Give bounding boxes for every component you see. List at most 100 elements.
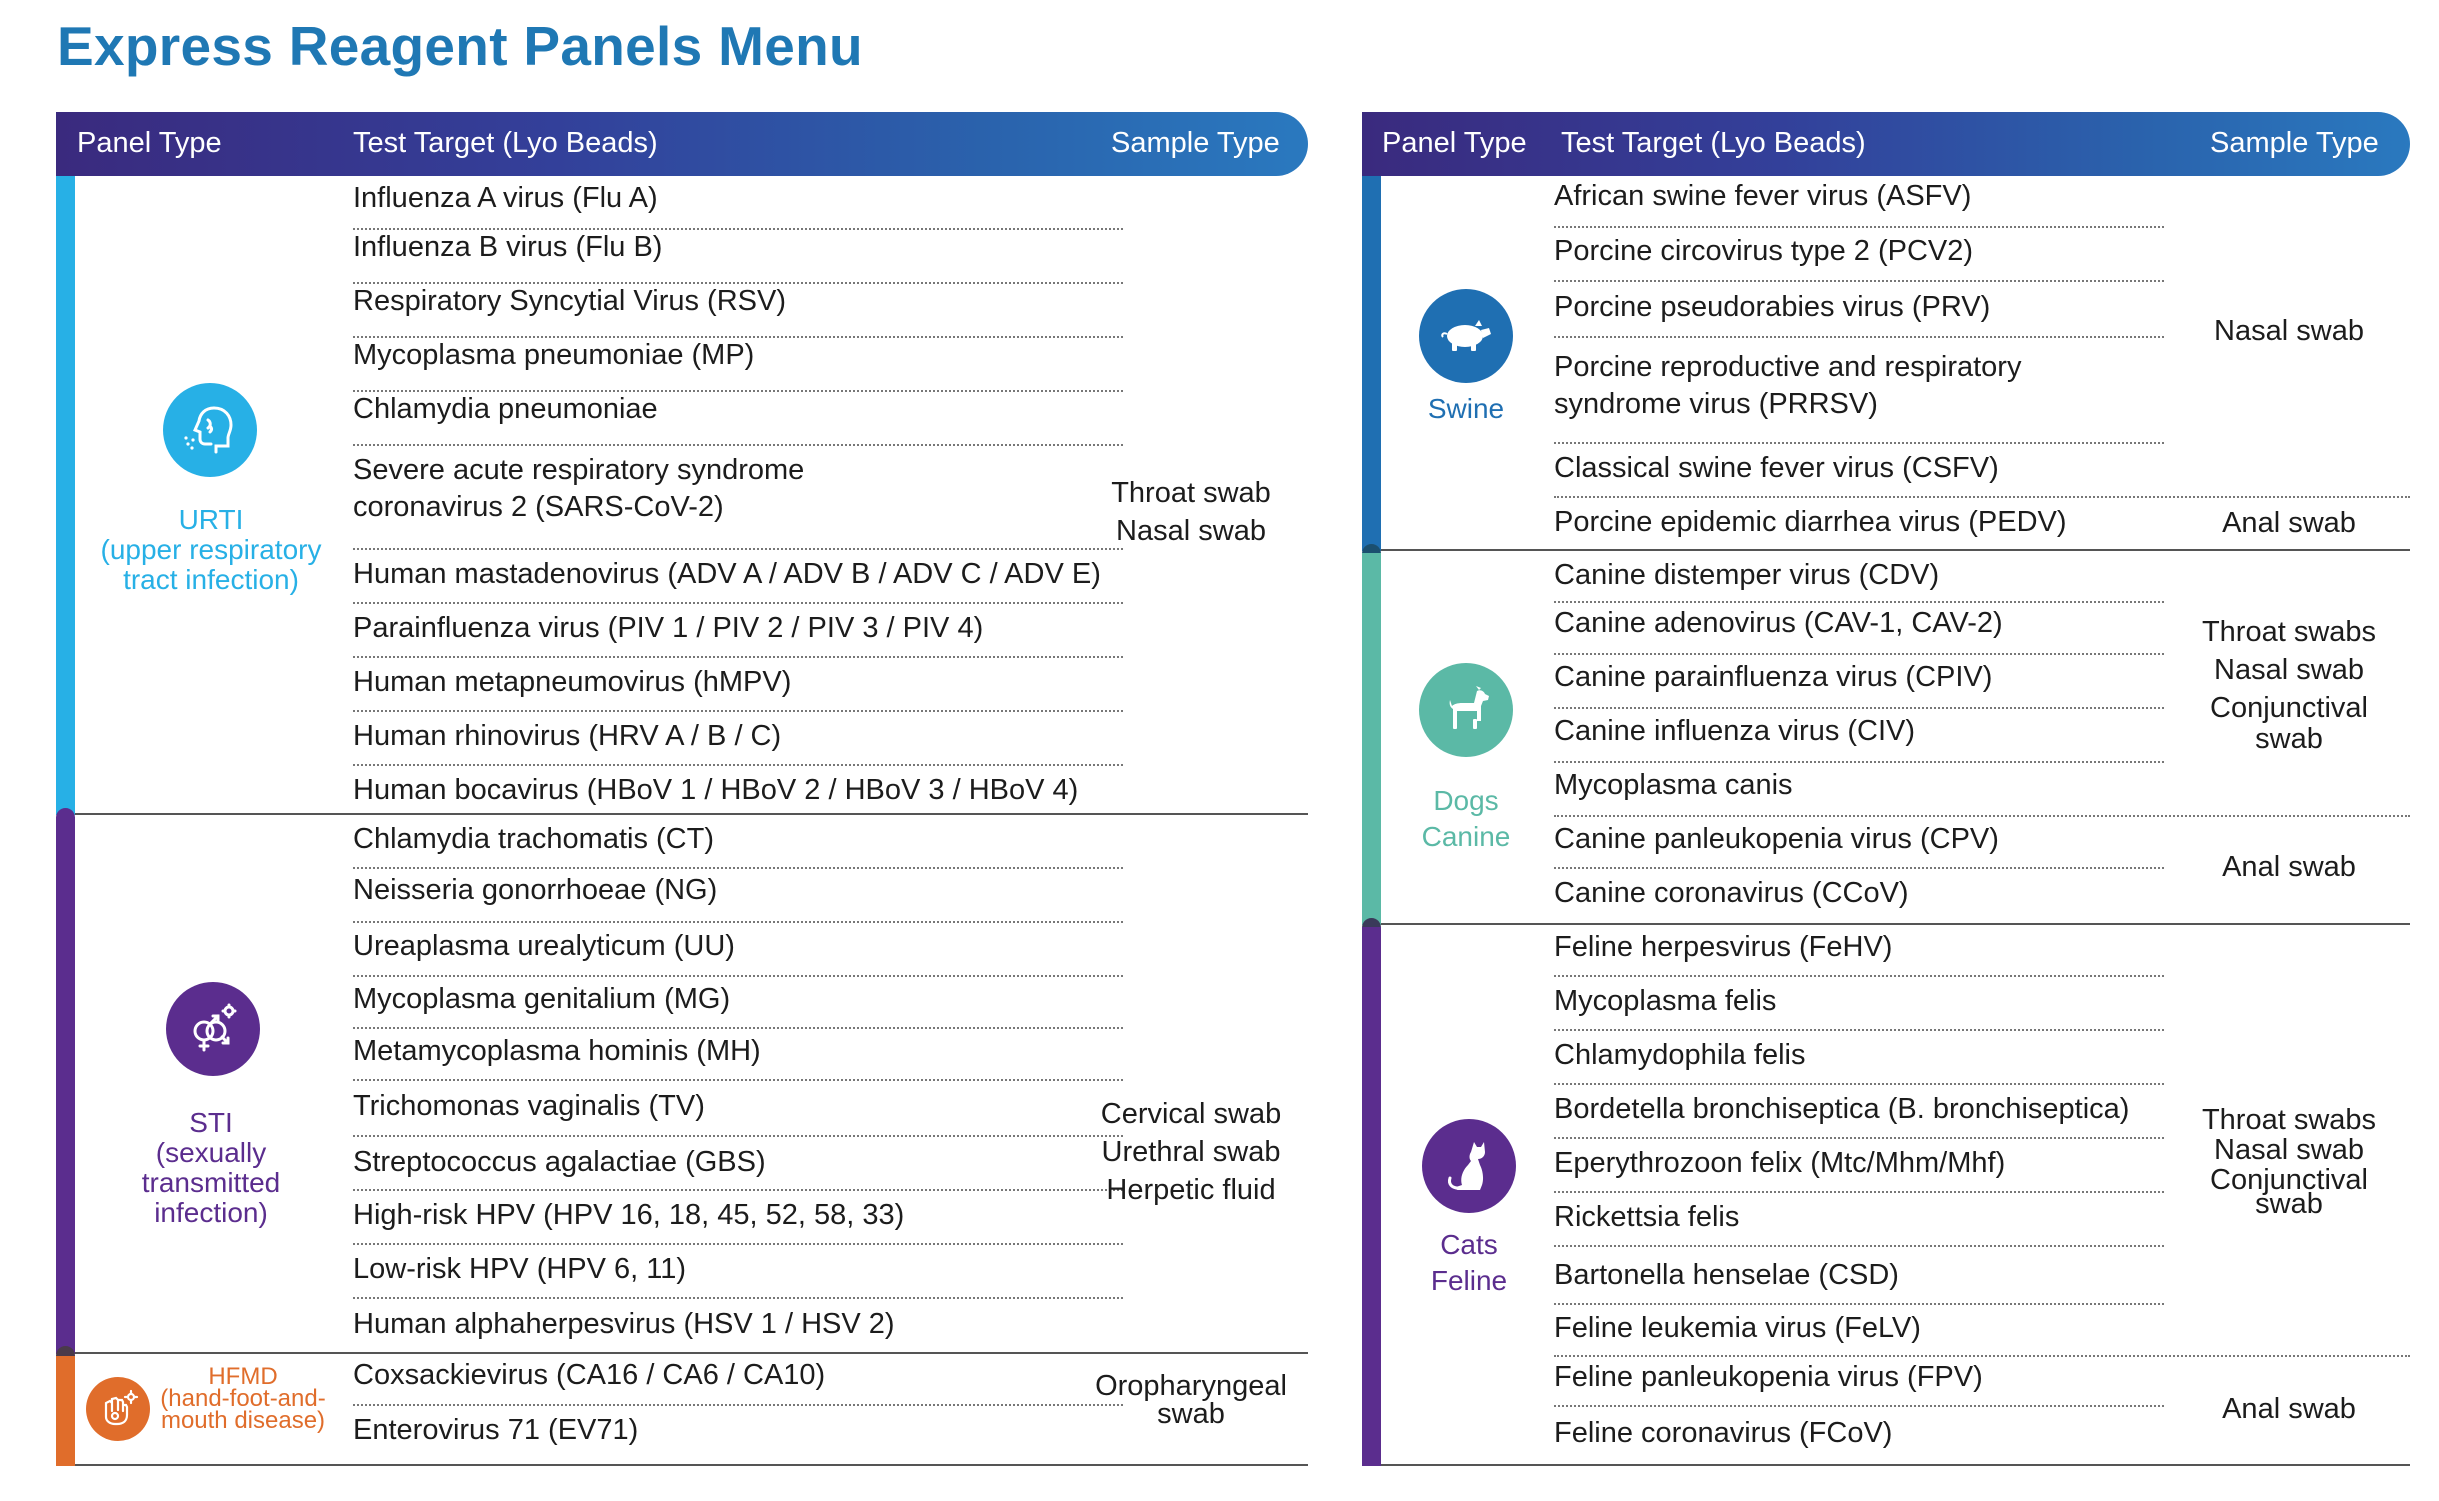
swine-sample-type: Nasal swab: [2214, 315, 2364, 347]
list-item: Human alphaherpesvirus (HSV 1 / HSV 2): [353, 1308, 895, 1340]
page-title: Express Reagent Panels Menu: [57, 15, 863, 77]
list-item: Bordetella bronchiseptica (B. bronchisep…: [1554, 1093, 2130, 1125]
list-item: Coxsackievirus (CA16 / CA6 / CA10): [353, 1359, 826, 1391]
dogs-label: Dogs Canine: [1421, 785, 1511, 852]
list-item: Mycoplasma genitalium (MG): [353, 983, 731, 1015]
list-item: Porcine pseudorabies virus (PRV): [1554, 291, 1991, 323]
header-sample-type: Sample Type: [1111, 127, 1280, 159]
dogs-group: Dogs Canine Canine distemper virus (CDV)…: [1362, 553, 2410, 925]
urti-group: URTI (upper respiratory tract infection)…: [56, 176, 1308, 815]
sti-color-bar: [56, 817, 75, 1354]
swine-group: Swine African swine fever virus (ASFV) P…: [1362, 176, 2410, 551]
table-header: Panel Type Test Target (Lyo Beads) Sampl…: [1362, 112, 2410, 176]
sti-sub-1: (sexually: [155, 1137, 267, 1168]
list-item: Neisseria gonorrhoeae (NG): [353, 874, 718, 906]
cats-sample-type: Throat swabs Nasal swab Conjunctival swa…: [2201, 1104, 2377, 1220]
urti-color-bar: [56, 176, 75, 815]
list-item: Human metapneumovirus (hMPV): [353, 666, 792, 698]
hfmd-sub-2: mouth disease): [160, 1407, 326, 1434]
table-header: Panel Type Test Target (Lyo Beads) Sampl…: [56, 112, 1308, 176]
list-item: Ureaplasma urealyticum (UU): [353, 930, 735, 962]
dogs-anal-sample: Anal swab: [2222, 851, 2356, 883]
list-item: Influenza B virus (Flu B): [353, 231, 663, 263]
urti-label: URTI (upper respiratory tract infection): [75, 505, 347, 595]
list-item: Mycoplasma felis: [1554, 985, 1777, 1017]
list-item: coronavirus 2 (SARS-CoV-2): [353, 491, 724, 523]
list-item: Mycoplasma canis: [1554, 769, 1793, 801]
list-item: Severe acute respiratory syndrome: [353, 454, 805, 486]
swine-color-bar: [1362, 176, 1381, 551]
header-panel-type: Panel Type: [77, 127, 222, 159]
header-sample-type: Sample Type: [2210, 127, 2379, 159]
list-item: High-risk HPV (HPV 16, 18, 45, 52, 58, 3…: [353, 1199, 905, 1231]
cats-group: Cats Feline Feline herpesvirus (FeHV) My…: [1362, 927, 2410, 1466]
sti-sample-type: Cervical swab Urethral swab Herpetic flu…: [1100, 1098, 1282, 1206]
list-item: Porcine epidemic diarrhea virus (PEDV): [1554, 506, 2067, 538]
list-item: Enterovirus 71 (EV71): [353, 1414, 639, 1446]
list-item: Bartonella henselae (CSD): [1554, 1259, 1899, 1291]
list-item: Respiratory Syncytial Virus (RSV): [353, 285, 786, 317]
list-item: Chlamydia trachomatis (CT): [353, 823, 714, 855]
list-item: Canine parainfluenza virus (CPIV): [1554, 661, 1993, 693]
list-item: Low-risk HPV (HPV 6, 11): [353, 1253, 687, 1285]
urti-sample-type: Throat swab Nasal swab: [1111, 477, 1271, 547]
list-item: Parainfluenza virus (PIV 1 / PIV 2 / PIV…: [353, 612, 984, 644]
list-item: Porcine circovirus type 2 (PCV2): [1554, 235, 1974, 267]
list-item: Rickettsia felis: [1554, 1201, 1740, 1233]
urti-name: URTI: [178, 504, 244, 535]
list-item: syndrome virus (PRRSV): [1554, 388, 1878, 420]
cats-color-bar: [1362, 927, 1381, 1466]
list-item: Canine coronavirus (CCoV): [1554, 877, 1909, 909]
pig-icon: [1419, 289, 1513, 383]
header-test-target: Test Target (Lyo Beads): [1561, 127, 1866, 159]
list-item: Metamycoplasma hominis (MH): [353, 1035, 761, 1067]
virus-hand-icon: [86, 1377, 150, 1441]
list-item: Human bocavirus (HBoV 1 / HBoV 2 / HBoV …: [353, 774, 1079, 806]
cats-label: Cats Feline: [1430, 1229, 1508, 1296]
swine-label: Swine: [1427, 393, 1505, 424]
list-item: Feline leukemia virus (FeLV): [1554, 1312, 1921, 1344]
list-item: Mycoplasma pneumoniae (MP): [353, 339, 755, 371]
list-item: Human rhinovirus (HRV A / B / C): [353, 720, 782, 752]
gender-symbols-icon: [166, 982, 260, 1076]
dogs-sample-type: Throat swabs Nasal swab Conjunctival swa…: [2201, 616, 2377, 755]
sti-group: STI (sexually transmitted infection) Chl…: [56, 817, 1308, 1354]
dog-icon: [1419, 663, 1513, 757]
sti-name: STI: [189, 1107, 233, 1138]
list-item: Canine distemper virus (CDV): [1554, 559, 1940, 591]
list-item: Canine influenza virus (CIV): [1554, 715, 1916, 747]
list-item: Feline herpesvirus (FeHV): [1554, 931, 1893, 963]
hfmd-group: HFMD (hand-foot-and- mouth disease) Coxs…: [56, 1356, 1308, 1466]
cats-anal-sample: Anal swab: [2222, 1393, 2356, 1425]
urti-sub-1: (upper respiratory: [100, 534, 322, 565]
list-item: Influenza A virus (Flu A): [353, 182, 658, 214]
list-item: Trichomonas vaginalis (TV): [353, 1090, 705, 1122]
list-item: Human mastadenovirus (ADV A / ADV B / AD…: [353, 558, 1101, 590]
urti-sub-2: tract infection): [123, 564, 299, 595]
sti-sub-3: infection): [154, 1197, 268, 1228]
list-item: Canine adenovirus (CAV-1, CAV-2): [1554, 607, 2003, 639]
human-panels-table: Panel Type Test Target (Lyo Beads) Sampl…: [56, 112, 1308, 1466]
list-item: Classical swine fever virus (CSFV): [1554, 452, 1999, 484]
hfmd-sub-1: (hand-foot-and-: [160, 1385, 326, 1412]
list-item: Feline panleukopenia virus (FPV): [1554, 1361, 1983, 1393]
list-item: Feline coronavirus (FCoV): [1554, 1417, 1893, 1449]
list-item: Eperythrozoon felix (Mtc/Mhm/Mhf): [1554, 1147, 2006, 1179]
list-item: African swine fever virus (ASFV): [1554, 180, 1972, 212]
list-item: Porcine reproductive and respiratory: [1554, 351, 2022, 383]
sti-sub-2: transmitted: [141, 1167, 281, 1198]
hfmd-sample-type: Oropharyngeal swab: [1095, 1370, 1287, 1430]
list-item: Streptococcus agalactiae (GBS): [353, 1146, 766, 1178]
list-item: Canine panleukopenia virus (CPV): [1554, 823, 1999, 855]
hfmd-color-bar: [56, 1356, 75, 1466]
swine-anal-sample: Anal swab: [2222, 507, 2356, 539]
list-item: Chlamydophila felis: [1554, 1039, 1806, 1071]
header-panel-type: Panel Type: [1382, 127, 1527, 159]
list-item: Chlamydia pneumoniae: [353, 393, 658, 425]
dogs-color-bar: [1362, 553, 1381, 925]
animal-panels-table: Panel Type Test Target (Lyo Beads) Sampl…: [1362, 112, 2410, 1466]
respiratory-head-icon: [163, 383, 257, 477]
cat-icon: [1422, 1119, 1516, 1213]
sti-label: STI (sexually transmitted infection): [75, 1108, 347, 1228]
hfmd-label: HFMD (hand-foot-and- mouth disease): [152, 1365, 334, 1434]
